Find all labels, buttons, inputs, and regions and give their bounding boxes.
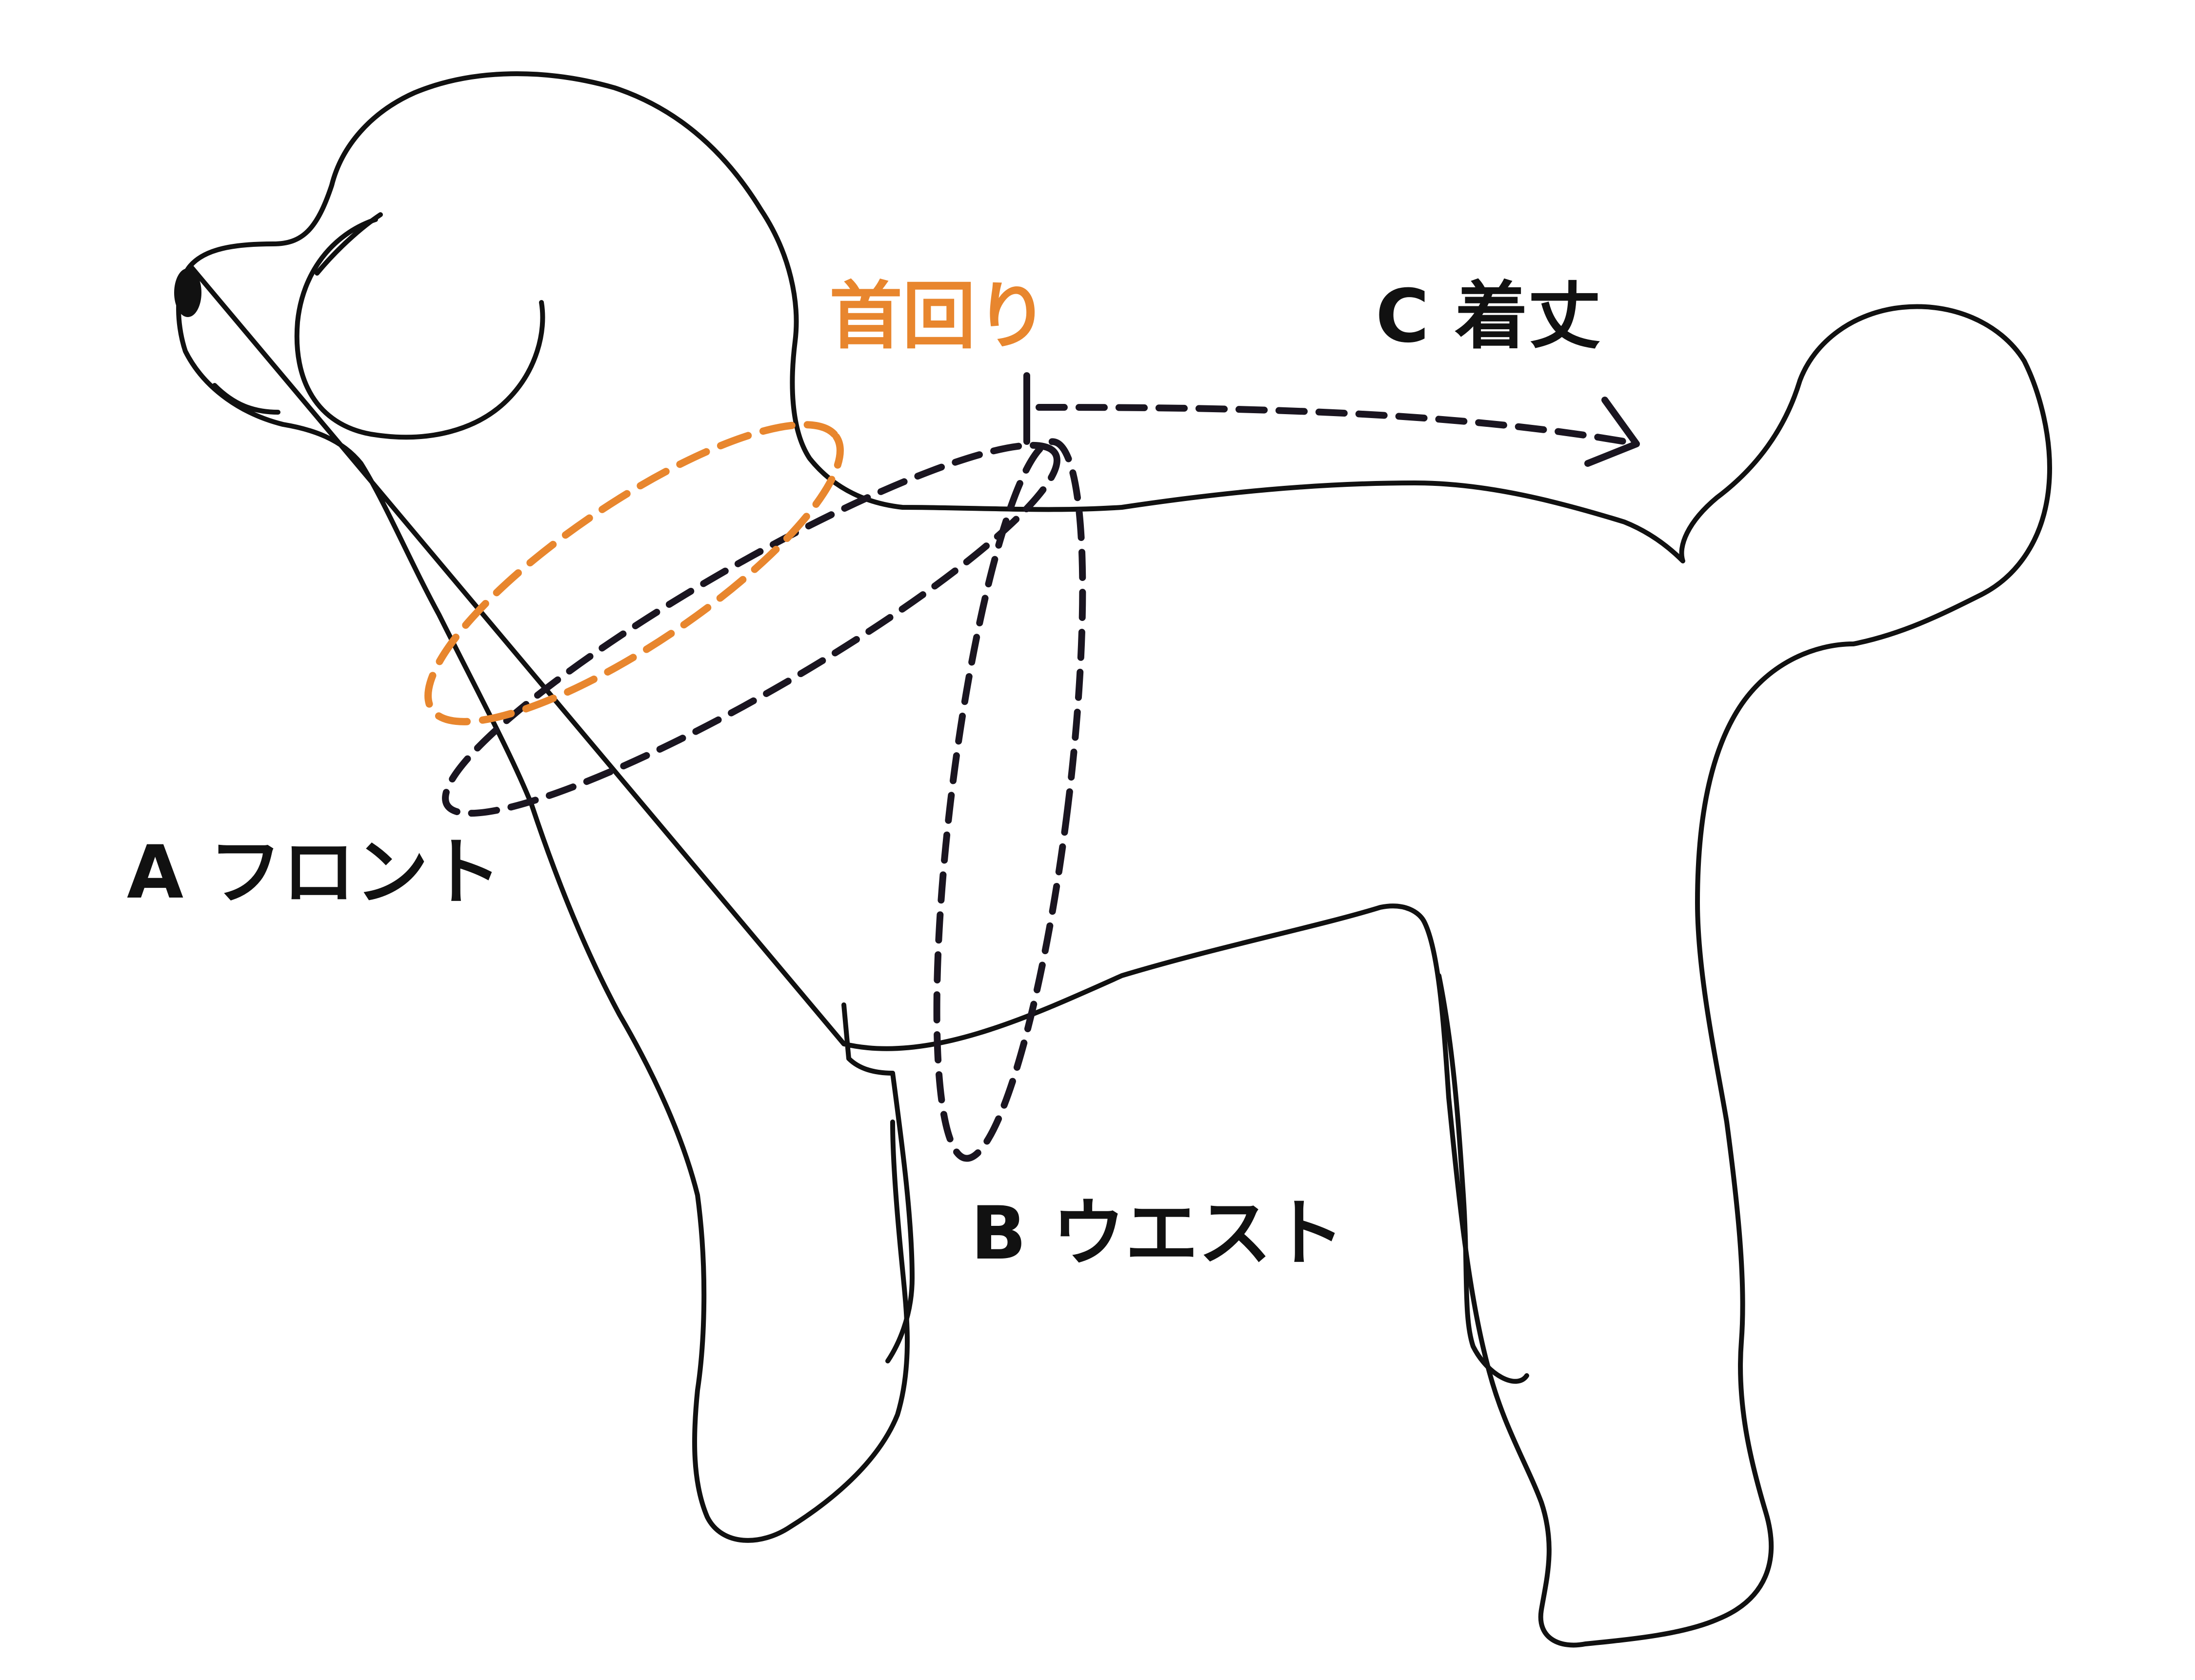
- dog-hind-leg-inner-line: [1439, 976, 1527, 1381]
- waist-label: B ウエスト: [971, 1191, 1345, 1276]
- neck-measure-ellipse: [392, 378, 876, 768]
- length-arrowhead-icon: [1588, 400, 1636, 463]
- dog-eye-line: [317, 215, 380, 273]
- length-label: C 着丈: [1376, 274, 1601, 359]
- front-measure-ellipse: [415, 399, 1087, 860]
- front-label: A フロント: [127, 830, 501, 915]
- neck-label: 首回り: [829, 274, 1049, 359]
- length-measure-line: [1039, 407, 1624, 441]
- nose-icon: [174, 268, 201, 317]
- waist-measure-ellipse: [908, 435, 1112, 1165]
